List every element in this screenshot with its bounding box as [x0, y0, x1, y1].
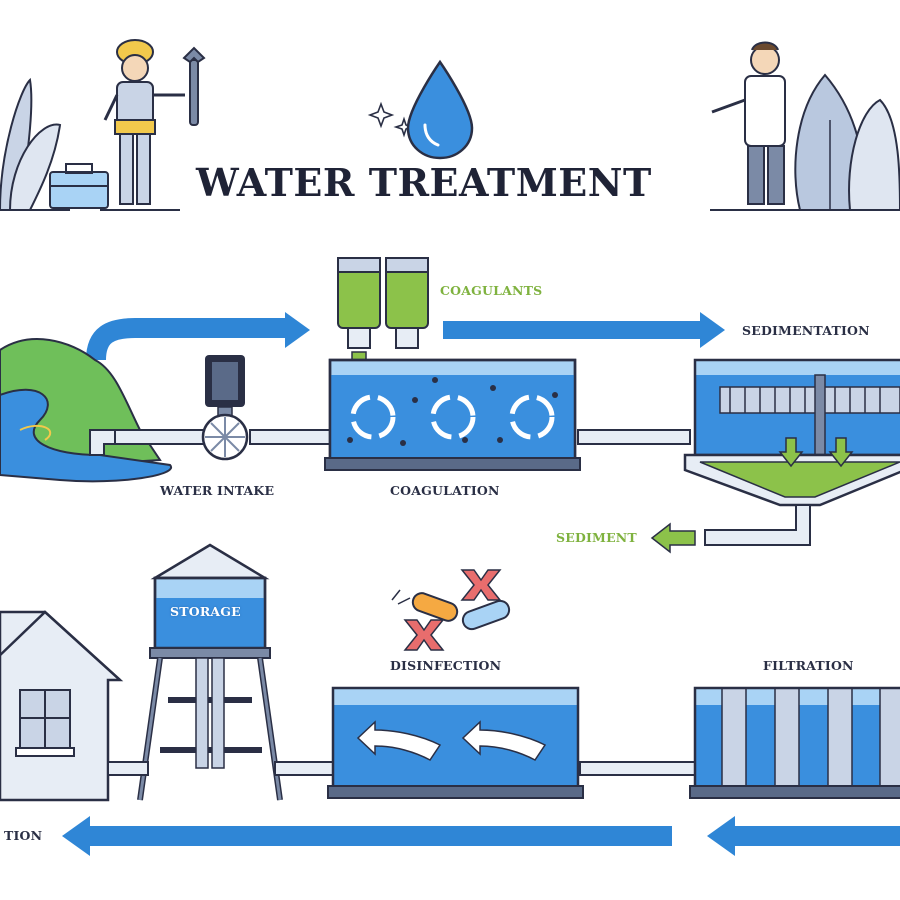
label-water-intake: WATER INTAKE	[160, 483, 275, 498]
label-filtration: FILTRATION	[763, 658, 854, 673]
cross-icon	[403, 569, 502, 651]
house	[0, 610, 124, 802]
disinfection-tank	[327, 686, 584, 799]
flow-arrow-sedimentation	[443, 312, 725, 348]
label-sedimentation: SEDIMENTATION	[742, 323, 870, 338]
scientist-figure	[710, 41, 800, 211]
sparkle-icon	[367, 101, 415, 138]
label-coagulation: COAGULATION	[390, 483, 500, 498]
label-disinfection: DISINFECTION	[390, 658, 502, 673]
pipe-bottom	[107, 761, 696, 776]
filtration-tank	[689, 686, 900, 799]
flow-arrow-intake	[86, 312, 310, 361]
river-hill	[0, 338, 173, 483]
label-sediment: SEDIMENT	[556, 530, 637, 545]
worker-figure	[100, 39, 185, 211]
toolbox-icon	[49, 163, 109, 209]
page-title: WATER TREATMENT	[196, 160, 652, 205]
water-drop-icon	[406, 59, 474, 160]
left-plants	[0, 77, 70, 211]
wrench-icon	[182, 46, 206, 126]
label-distribution: TION	[4, 828, 43, 843]
storage-tower	[137, 543, 283, 801]
label-storage: STORAGE	[170, 604, 241, 619]
coagulants-bottles	[337, 257, 429, 398]
bacteria-icon	[391, 589, 511, 631]
sediment-arrow	[650, 522, 696, 554]
flow-arrow-distribution	[62, 816, 900, 856]
right-trees	[794, 73, 900, 211]
pipe-intake	[89, 429, 691, 456]
intake-pump	[201, 355, 249, 461]
coagulation-tank	[324, 358, 581, 471]
label-coagulants: COAGULANTS	[440, 283, 543, 298]
sediment-pipe	[704, 504, 811, 546]
sedimentation-tank	[683, 358, 900, 507]
